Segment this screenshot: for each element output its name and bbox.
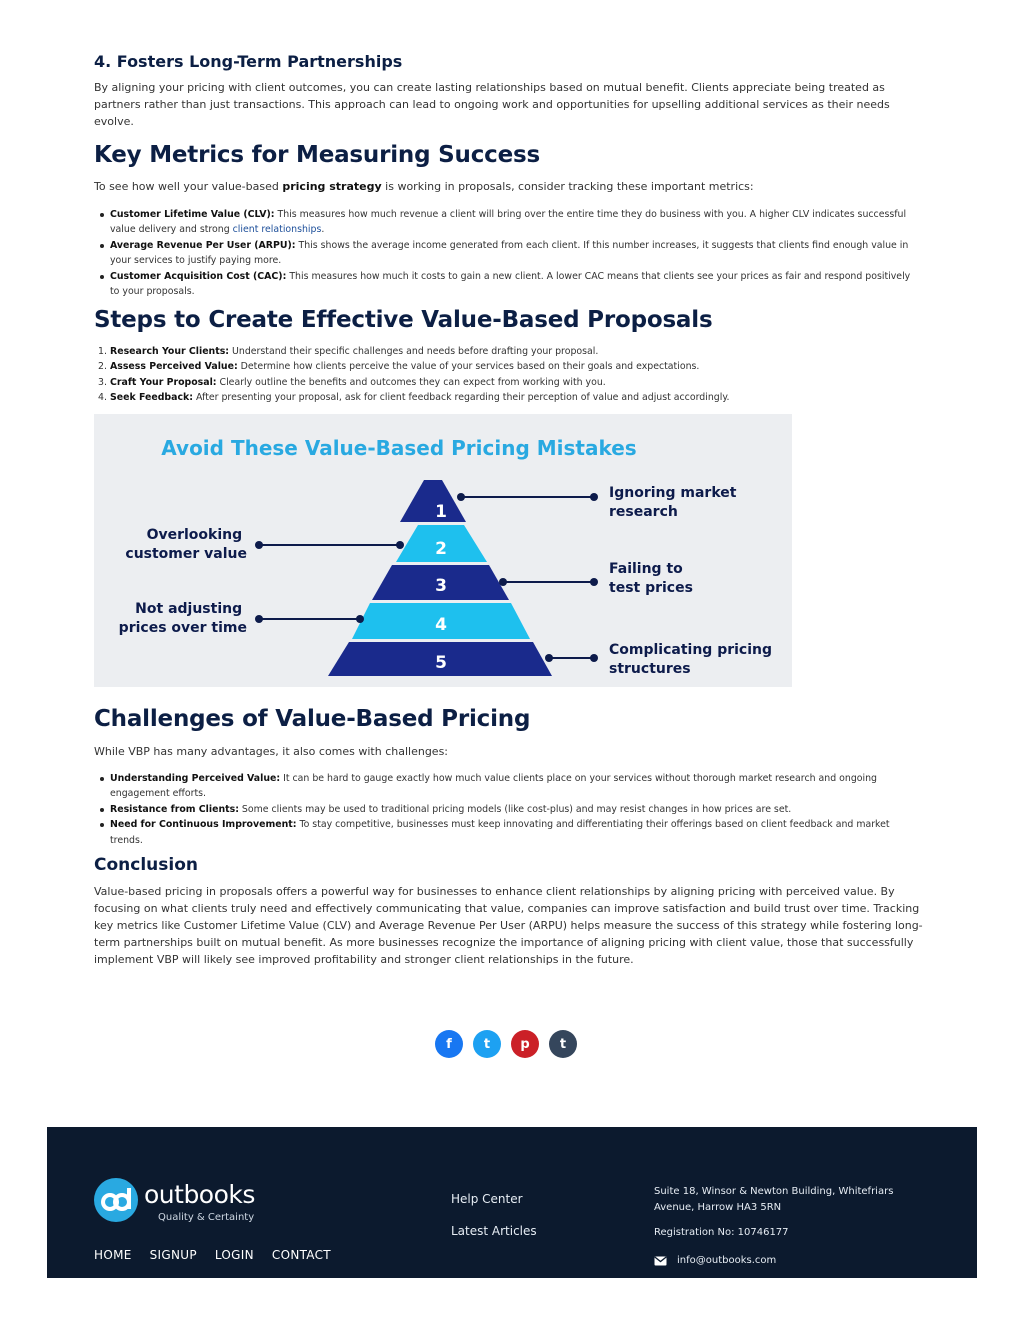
partnerships-heading: 4. Fosters Long-Term Partnerships xyxy=(94,52,403,71)
pyramid-level-4 xyxy=(352,603,530,639)
pyramid-label-3: 3 xyxy=(435,576,447,596)
list-item: Average Revenue Per User (ARPU): This sh… xyxy=(94,238,914,269)
pyramid-level-1 xyxy=(400,480,466,522)
list-item: Customer Lifetime Value (CLV): This meas… xyxy=(94,207,914,238)
client-relationships-link[interactable]: client relationships xyxy=(232,224,322,236)
list-item: Resistance from Clients: Some clients ma… xyxy=(94,802,914,817)
step-number: 3. xyxy=(98,376,107,388)
conclusion-heading: Conclusion xyxy=(94,855,198,875)
step-label: Assess Perceived Value: xyxy=(110,361,238,373)
pricing-mistakes-infographic: Avoid These Value-Based Pricing Mistakes… xyxy=(94,414,792,687)
step-label: Research Your Clients: xyxy=(110,346,230,357)
step-text: After presenting your proposal, ask for … xyxy=(193,392,730,404)
help-center-link[interactable]: Help Center xyxy=(451,1192,523,1206)
footer-nav-contact[interactable]: CONTACT xyxy=(271,1248,331,1262)
connector-left-2 xyxy=(255,615,364,623)
pyramid-label-5: 5 xyxy=(435,653,447,673)
step-label: Craft Your Proposal: xyxy=(110,376,217,388)
list-item-text: It can be hard to gauge exactly how much… xyxy=(110,773,878,800)
step-text: Understand their specific challenges and… xyxy=(229,346,599,357)
connector-right-1 xyxy=(457,493,598,501)
connector-right-3 xyxy=(545,654,598,662)
list-item-label: Customer Lifetime Value (CLV): xyxy=(110,209,275,220)
list-item: 1.Research Your Clients: Understand thei… xyxy=(94,344,914,359)
brand-name: outbooks xyxy=(144,1180,255,1209)
pyramid-label-4: 4 xyxy=(435,615,447,635)
footer-nav: HOME SIGNUP LOGIN CONTACT xyxy=(94,1248,331,1262)
mistake-label-ignoring-research: Ignoring market research xyxy=(609,485,741,520)
pyramid-label-1: 1 xyxy=(435,502,447,522)
connector-right-2 xyxy=(499,578,598,586)
mistake-label-complicating: Complicating pricing structures xyxy=(609,642,777,677)
mistake-label-not-adjusting: Not adjusting prices over time xyxy=(119,601,247,636)
pyramid-level-5 xyxy=(328,642,552,676)
list-item-label: Resistance from Clients: xyxy=(110,803,239,815)
footer-registration: Registration No: 10746177 xyxy=(654,1227,789,1238)
pricing-strategy-link[interactable]: pricing strategy xyxy=(282,180,382,193)
challenges-list: Understanding Perceived Value: It can be… xyxy=(94,771,914,848)
step-number: 2. xyxy=(98,361,107,373)
step-text: Clearly outline the benefits and outcome… xyxy=(216,376,606,388)
list-item-label: Average Revenue Per User (ARPU): xyxy=(110,239,296,251)
share-buttons: f t p t xyxy=(435,1030,577,1058)
infographic-title: Avoid These Value-Based Pricing Mistakes xyxy=(161,436,636,460)
metrics-intro-pre: To see how well your value-based xyxy=(94,180,283,193)
twitter-icon[interactable]: t xyxy=(473,1030,501,1058)
footer-address: Suite 18, Winsor & Newton Building, Whit… xyxy=(654,1186,894,1213)
mistake-label-failing-test: Failing to test prices xyxy=(609,561,693,596)
list-item: Need for Continuous Improvement: To stay… xyxy=(94,817,914,848)
steps-heading: Steps to Create Effective Value-Based Pr… xyxy=(94,307,713,333)
latest-articles-link[interactable]: Latest Articles xyxy=(451,1224,537,1238)
step-number: 1. xyxy=(98,346,107,357)
metrics-heading: Key Metrics for Measuring Success xyxy=(94,142,540,168)
logo-mark-icon xyxy=(94,1178,138,1222)
list-item: 4.Seek Feedback: After presenting your p… xyxy=(94,390,914,405)
footer-email[interactable]: info@outbooks.com xyxy=(654,1255,776,1266)
metrics-intro: To see how well your value-based pricing… xyxy=(94,178,930,195)
pyramid-label-2: 2 xyxy=(435,539,447,559)
pyramid-level-2-shape xyxy=(396,525,487,562)
list-item-text: Some clients may be used to traditional … xyxy=(238,803,792,815)
metrics-list: Customer Lifetime Value (CLV): This meas… xyxy=(94,207,914,299)
step-number: 4. xyxy=(98,392,107,404)
list-item-label: Understanding Perceived Value: xyxy=(110,773,281,784)
partnerships-body: By aligning your pricing with client out… xyxy=(94,81,890,128)
facebook-icon[interactable]: f xyxy=(435,1030,463,1058)
metrics-intro-post: is working in proposals, consider tracki… xyxy=(381,180,754,193)
footer-nav-login[interactable]: LOGIN xyxy=(214,1248,254,1262)
footer-nav-home[interactable]: HOME xyxy=(94,1248,132,1262)
tumblr-icon[interactable]: t xyxy=(549,1030,577,1058)
challenges-intro: While VBP has many advantages, it also c… xyxy=(94,745,449,758)
email-text[interactable]: info@outbooks.com xyxy=(677,1255,777,1266)
footer-nav-signup[interactable]: SIGNUP xyxy=(149,1248,197,1262)
list-item: Understanding Perceived Value: It can be… xyxy=(94,771,914,802)
step-label: Seek Feedback: xyxy=(110,392,193,404)
list-item-label: Need for Continuous Improvement: xyxy=(110,819,297,831)
list-item: Customer Acquisition Cost (CAC): This me… xyxy=(94,269,914,300)
envelope-icon xyxy=(654,1255,667,1265)
list-item-label: Customer Acquisition Cost (CAC): xyxy=(110,270,287,282)
list-item-tail: . xyxy=(321,224,325,236)
challenges-heading: Challenges of Value-Based Pricing xyxy=(94,706,531,732)
steps-list: 1.Research Your Clients: Understand thei… xyxy=(94,344,914,406)
list-item-text: This shows the average income generated … xyxy=(110,239,909,267)
list-item-text: To stay competitive, businesses must kee… xyxy=(110,819,890,846)
conclusion-body: Value-based pricing in proposals offers … xyxy=(94,885,923,966)
site-footer: outbooks Quality & Certainty HOME SIGNUP… xyxy=(47,1127,977,1278)
pinterest-icon[interactable]: p xyxy=(511,1030,539,1058)
connector-left-1 xyxy=(255,541,404,549)
step-text: Determine how clients perceive the value… xyxy=(237,361,700,373)
outbooks-logo[interactable]: outbooks Quality & Certainty xyxy=(94,1178,274,1226)
list-item-text: This measures how much it costs to gain … xyxy=(110,270,911,298)
pyramid-level-3 xyxy=(372,565,509,600)
list-item-text: This measures how much revenue a client … xyxy=(110,209,907,236)
mistake-label-overlooking: Overlooking customer value xyxy=(125,527,247,562)
brand-tagline: Quality & Certainty xyxy=(158,1212,255,1223)
list-item: 3.Craft Your Proposal: Clearly outline t… xyxy=(94,375,914,390)
pyramid-diagram: Avoid These Value-Based Pricing Mistakes… xyxy=(119,436,777,677)
list-item: 2.Assess Perceived Value: Determine how … xyxy=(94,359,914,374)
